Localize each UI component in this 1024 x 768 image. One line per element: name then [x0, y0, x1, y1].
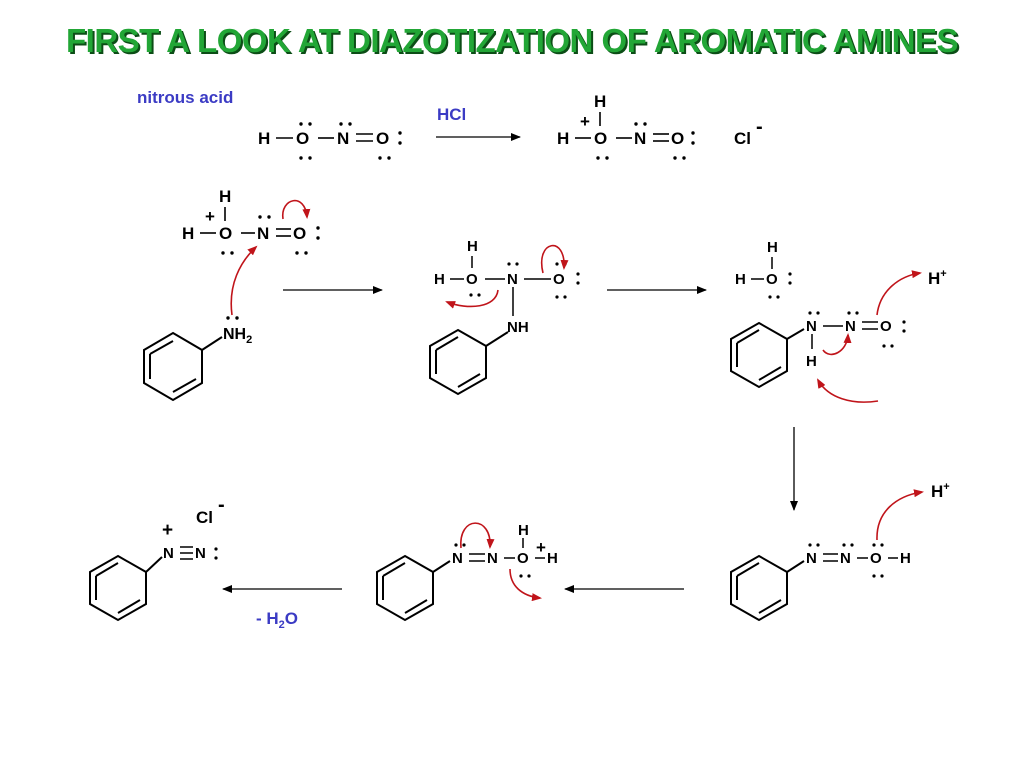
atom-o: O — [296, 129, 309, 148]
curved-arrow-water-leave — [445, 289, 499, 309]
atom-n: N — [257, 224, 269, 243]
plus-charge: + — [580, 112, 590, 131]
protonated-nitrous-acid: H + H O N O — [557, 92, 695, 160]
atom-h: H — [767, 239, 778, 256]
atom-o: O — [880, 318, 892, 335]
slide-title: FIRST A LOOK AT DIAZOTIZATION OF AROMATI… — [66, 22, 958, 59]
atom-o: O — [466, 271, 478, 288]
atom-n: N — [337, 129, 349, 148]
nh-label: NH — [507, 319, 529, 336]
atom-h: H — [518, 522, 529, 539]
nh2-label: NH2 — [223, 326, 252, 346]
atom-n: N — [806, 318, 817, 335]
protonated-diazohydroxide: N N O H + H — [376, 522, 558, 622]
nitrous-acid-label: nitrous acid — [137, 88, 233, 107]
water-leaving: H H O — [735, 239, 792, 299]
atom-h: H — [258, 129, 270, 148]
atom-n: N — [634, 129, 646, 148]
atom-o: O — [553, 271, 565, 288]
nitrous-acid: H O N O — [258, 122, 402, 160]
atom-o: O — [219, 224, 232, 243]
curved-arrow-water-loss — [509, 568, 542, 602]
chloride-charge: - — [218, 494, 225, 516]
protonated-nitrosamine: N N O H — [730, 311, 906, 389]
atom-n: N — [507, 271, 518, 288]
curved-arrow-pi-to-o — [282, 199, 311, 220]
atom-h: H — [467, 238, 478, 255]
water-loss-label: - H2O — [256, 609, 298, 631]
curved-arrow-amine-attack — [230, 245, 258, 316]
plus-charge: + — [162, 520, 173, 541]
chloride-charge: - — [756, 116, 763, 138]
atom-o: O — [870, 550, 882, 567]
atom-h: H — [434, 271, 445, 288]
plus-charge: + — [205, 207, 215, 226]
chloride-ion: Cl — [734, 129, 751, 148]
atom-h: H — [182, 224, 194, 243]
curved-arrow-proton-out-2 — [876, 489, 924, 541]
curved-arrow-nh-to-nn — [822, 333, 852, 356]
atom-h: H — [594, 92, 606, 111]
hcl-label: HCl — [437, 105, 466, 124]
protonated-nitrous-acid-step2: H + H O N O — [182, 187, 320, 255]
atom-h: H — [735, 271, 746, 288]
atom-n: N — [452, 550, 463, 567]
aniline: NH2 — [143, 316, 252, 402]
atom-n: N — [806, 550, 817, 567]
curved-arrow-lp-to-nn — [460, 522, 495, 549]
atom-o: O — [293, 224, 306, 243]
atom-o: O — [671, 129, 684, 148]
atom-h: H — [219, 187, 231, 206]
curved-arrow-base-removes-h — [817, 378, 879, 403]
proton-label-1: H+ — [928, 268, 947, 288]
addition-intermediate: H H O N O NH — [429, 238, 580, 396]
atom-n: N — [195, 545, 206, 562]
atom-h: H — [557, 129, 569, 148]
atom-n: N — [840, 550, 851, 567]
plus-charge: + — [536, 538, 546, 557]
curved-arrow-o-to-n — [540, 244, 569, 274]
chloride-ion: Cl — [196, 508, 213, 527]
atom-n: N — [163, 545, 174, 562]
atom-o: O — [594, 129, 607, 148]
proton-label-2: H+ — [931, 481, 950, 501]
atom-n: N — [845, 318, 856, 335]
atom-n: N — [487, 550, 498, 567]
atom-o: O — [517, 550, 529, 567]
atom-h: H — [806, 353, 817, 370]
atom-o: O — [376, 129, 389, 148]
atom-h: H — [547, 550, 558, 567]
diazohydroxide: N N O H — [730, 543, 911, 622]
atom-h: H — [900, 550, 911, 567]
atom-o: O — [766, 271, 778, 288]
benzenediazonium-chloride: + N N — [89, 520, 218, 622]
curved-arrow-proton-out-1 — [876, 270, 922, 316]
